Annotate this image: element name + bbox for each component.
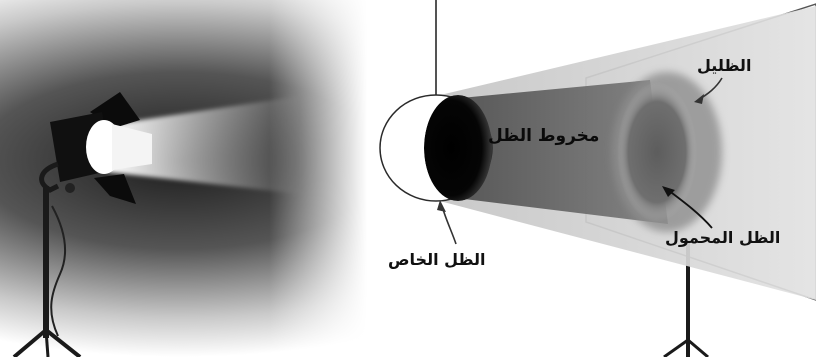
sphere-dark-side <box>424 95 492 201</box>
lamp-knob <box>65 183 75 193</box>
stand-leg-center <box>46 330 48 357</box>
cast-shadow-label: الظل المحمول <box>665 230 780 246</box>
cone-of-shadow-label: مخروط الظل <box>488 128 599 145</box>
penumbra-label: الظليل <box>697 58 751 74</box>
cast-shadow <box>617 82 697 222</box>
stand-pole <box>43 186 49 338</box>
umbra-label: الظل الخاص <box>388 252 485 268</box>
